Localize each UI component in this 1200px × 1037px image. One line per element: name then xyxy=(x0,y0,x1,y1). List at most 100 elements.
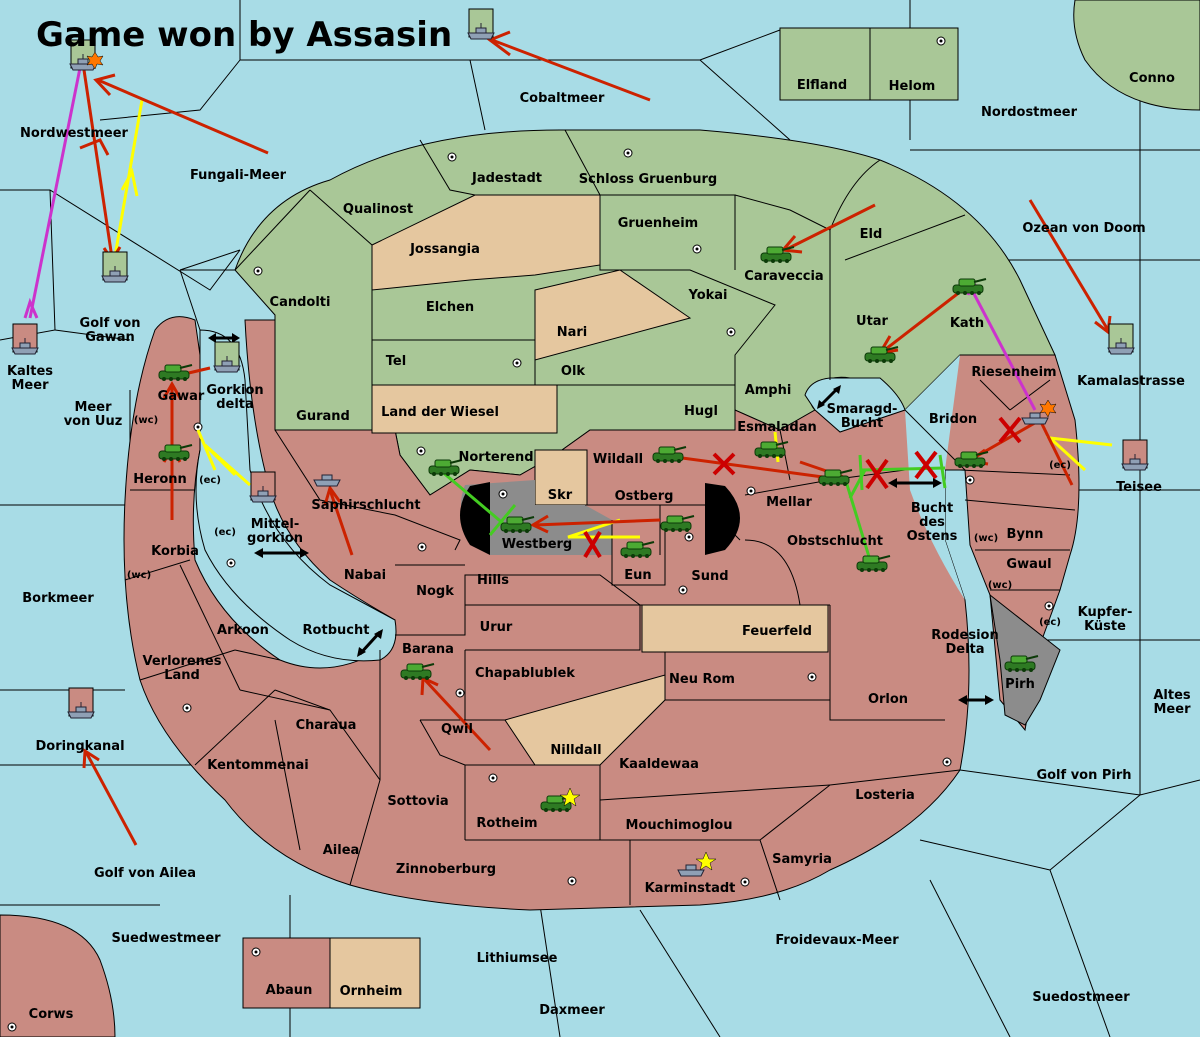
label-gorkion-delta: Gorkion xyxy=(206,383,263,398)
label-cobaltmeer: Cobaltmeer xyxy=(520,91,605,106)
label-verlorenes-land-2: Land xyxy=(164,668,200,683)
label-mellar: Mellar xyxy=(766,495,812,510)
label-qwil: Qwil xyxy=(441,722,473,737)
label-saphirschlucht: Saphirschlucht xyxy=(311,498,420,513)
label-nogk: Nogk xyxy=(416,584,454,599)
fleet-icon[interactable] xyxy=(213,341,241,373)
label-hills: Hills xyxy=(477,573,509,588)
label-kaaldewaa: Kaaldewaa xyxy=(619,757,699,772)
region-jossangia[interactable] xyxy=(371,194,601,291)
label-ozean-von-doom: Ozean von Doom xyxy=(1022,221,1145,236)
label-samyria: Samyria xyxy=(772,852,832,867)
label-kupferkueste: Kupfer- xyxy=(1078,605,1133,620)
fleet-icon[interactable] xyxy=(249,471,277,503)
label-gruenheim: Gruenheim xyxy=(618,216,698,231)
label-altes-meer-2: Meer xyxy=(1154,702,1192,717)
label-kath: Kath xyxy=(950,316,984,331)
region-feuerfeld[interactable] xyxy=(641,604,829,653)
label-bucht-des-ostens-2: des xyxy=(919,515,945,530)
label-rodesion-delta-2: Delta xyxy=(945,642,984,657)
canal-east xyxy=(705,483,740,555)
explosion-icon xyxy=(86,51,104,70)
region-labels: Nordwestmeer Cobaltmeer Elfland Helom Co… xyxy=(7,71,1191,1022)
label-golf-von-ailea: Golf von Ailea xyxy=(94,866,196,881)
label-qualinost: Qualinost xyxy=(343,202,413,217)
star-icon xyxy=(559,787,581,807)
label-losteria: Losteria xyxy=(855,788,915,803)
region-smaragd-bucht[interactable] xyxy=(804,377,906,433)
label-land-der-wiesel: Land der Wiesel xyxy=(381,405,499,420)
label-tel: Tel xyxy=(386,354,406,369)
label-nari: Nari xyxy=(557,325,588,340)
label-gwaul: Gwaul xyxy=(1006,557,1051,572)
label-meer-von-uuz-2: von Uuz xyxy=(64,414,123,429)
label-ailea: Ailea xyxy=(323,843,360,858)
label-hugl: Hugl xyxy=(684,404,718,419)
fleet-icon[interactable] xyxy=(467,8,495,40)
label-smaragd-bucht: Smaragd- xyxy=(827,402,898,417)
label-gurand: Gurand xyxy=(296,409,350,424)
fleet-icon[interactable] xyxy=(101,251,129,283)
label-verlorenes-land: Verlorenes xyxy=(142,654,221,669)
label-esmaladan: Esmaladan xyxy=(737,420,817,435)
label-schloss-gruenburg: Schloss Gruenburg xyxy=(579,172,717,187)
label-pirh: Pirh xyxy=(1005,677,1035,692)
label-obstschlucht: Obstschlucht xyxy=(787,534,883,549)
label-heronn: Heronn xyxy=(133,472,187,487)
label-nilldall: Nilldall xyxy=(550,743,601,758)
label-olk: Olk xyxy=(561,364,586,379)
label-smaragd-bucht-2: Bucht xyxy=(841,416,883,431)
label-gawar: Gawar xyxy=(158,389,205,404)
label-kupferkueste-2: Küste xyxy=(1084,619,1126,634)
label-orlon: Orlon xyxy=(868,692,908,707)
label-nabai: Nabai xyxy=(344,568,386,583)
adjacency-arrows xyxy=(208,333,994,705)
region-nilldall[interactable] xyxy=(504,674,666,766)
region-elfland[interactable] xyxy=(779,27,871,101)
label-eld: Eld xyxy=(860,227,883,242)
explosion-icon xyxy=(1039,399,1057,418)
coast-label: (wc) xyxy=(988,580,1012,591)
region-ornheim[interactable] xyxy=(329,937,421,1009)
label-mittelgorkion: Mittel- xyxy=(251,517,300,532)
label-sottovia: Sottovia xyxy=(387,794,448,809)
label-eun: Eun xyxy=(624,568,651,583)
label-suedwestmeer: Suedwestmeer xyxy=(111,931,221,946)
label-meer-von-uuz: Meer xyxy=(75,400,113,415)
label-nordwestmeer: Nordwestmeer xyxy=(20,126,128,141)
region-corws[interactable] xyxy=(0,914,116,1037)
label-rotheim: Rotheim xyxy=(476,816,537,831)
fleet-icon[interactable] xyxy=(67,687,95,719)
label-ostberg: Ostberg xyxy=(615,489,674,504)
label-caraveccia: Caraveccia xyxy=(744,269,823,284)
region-skr[interactable] xyxy=(534,449,588,506)
canal-west xyxy=(460,482,490,555)
label-kentommenai: Kentommenai xyxy=(207,758,308,773)
label-rodesion-delta: Rodesion xyxy=(931,628,998,643)
region-nari[interactable] xyxy=(534,269,692,361)
region-conno[interactable] xyxy=(1073,0,1200,111)
label-bucht-des-ostens: Bucht xyxy=(911,501,953,516)
label-borkmeer: Borkmeer xyxy=(22,591,94,606)
star-icon xyxy=(695,851,717,871)
supply-centers xyxy=(7,148,1054,1032)
label-karminstadt: Karminstadt xyxy=(645,881,736,896)
coast-label: (ec) xyxy=(1049,460,1071,471)
label-nordostmeer: Nordostmeer xyxy=(981,105,1078,120)
label-norterend: Norterend xyxy=(458,450,533,465)
label-jadestadt: Jadestadt xyxy=(471,171,542,186)
label-mittelgorkion-2: gorkion xyxy=(247,531,303,546)
label-jossangia: Jossangia xyxy=(409,242,480,257)
label-golf-von-gawan: Golf von xyxy=(80,316,141,331)
failed-orders xyxy=(583,416,1022,559)
label-rotbucht: Rotbucht xyxy=(303,623,370,638)
label-elfland: Elfland xyxy=(797,78,847,93)
fleet-icon[interactable] xyxy=(11,323,39,355)
fleet-icon[interactable] xyxy=(1121,439,1149,471)
label-kaltes-meer: Kaltes xyxy=(7,364,53,379)
orders xyxy=(23,30,1113,846)
fleet-icon[interactable] xyxy=(1107,323,1135,355)
coast-label: (wc) xyxy=(127,570,151,581)
